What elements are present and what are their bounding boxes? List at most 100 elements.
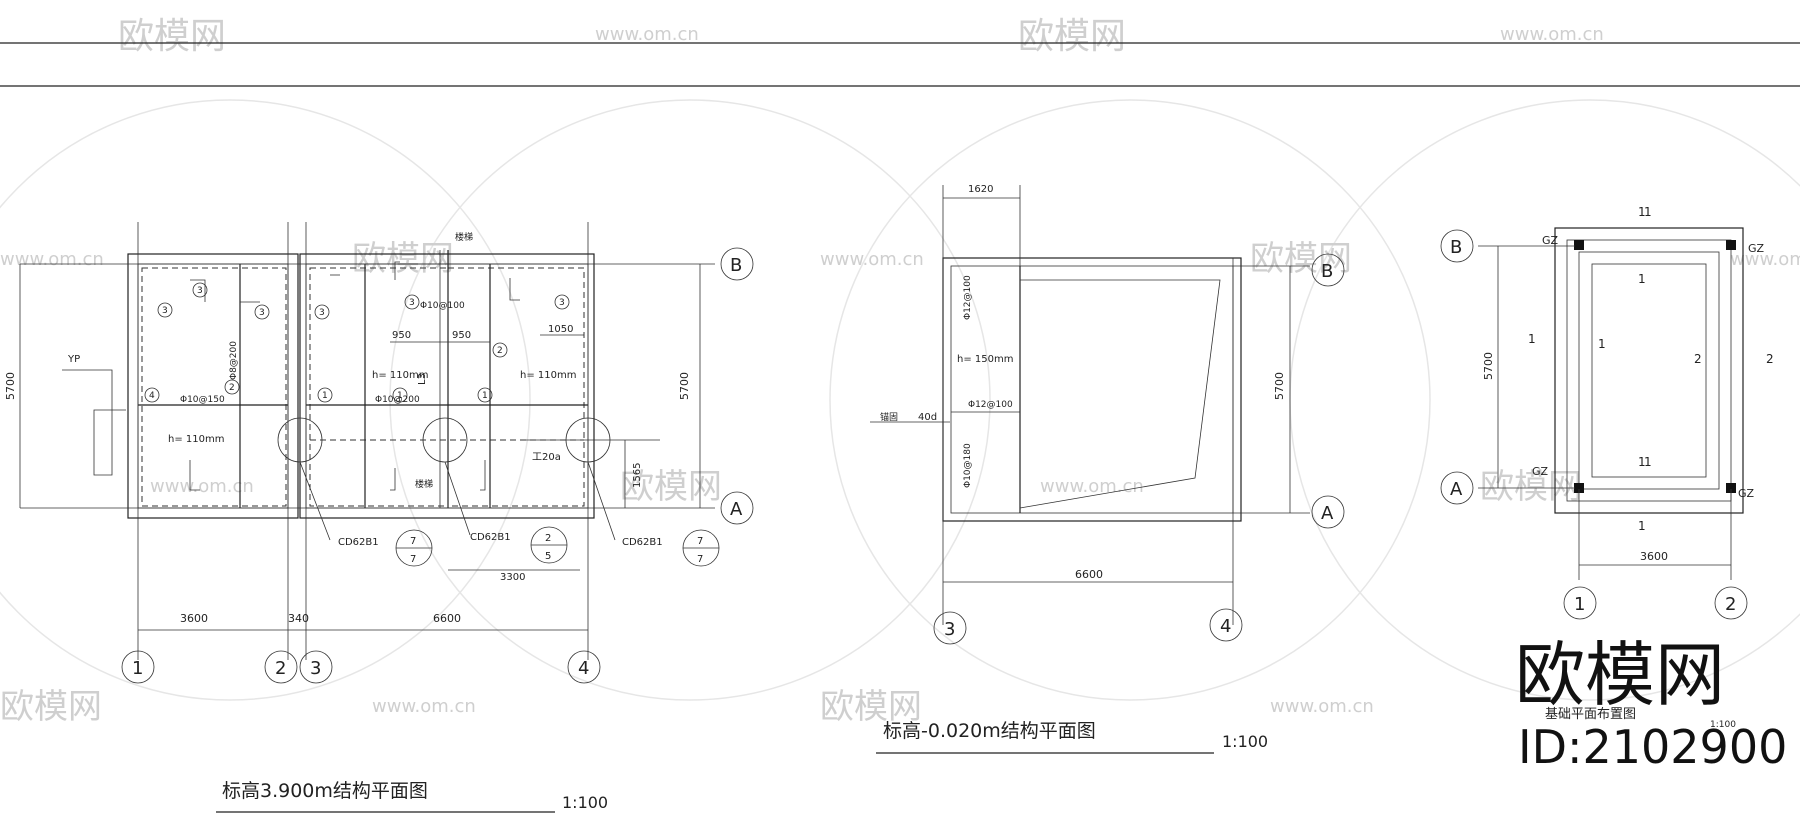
section-label: 1 <box>1638 455 1646 469</box>
rebar-label: Φ10@180 <box>963 443 973 488</box>
callout: 3 <box>197 286 203 296</box>
callout: 3 <box>319 308 325 318</box>
detail-code: CD62B1 <box>338 537 379 548</box>
stair-label: 楼梯 <box>415 478 433 490</box>
column-marker <box>1574 240 1584 250</box>
detail-bottom: 5 <box>545 551 551 562</box>
section-label: 1 <box>1638 272 1646 286</box>
detail-ref: CD62B1 7 7 <box>338 529 433 567</box>
rebar-label: Φ12@100 <box>968 400 1013 410</box>
watermark-url: www.om.cn <box>595 24 699 45</box>
steel-beam-label: 工20a <box>532 452 561 463</box>
wall-outline <box>299 253 595 519</box>
rebar-label: Φ10@150 <box>180 395 225 405</box>
callout: 1 <box>322 391 328 401</box>
slab-thickness: h= 150mm <box>957 354 1013 365</box>
watermark-url: www.om.cn <box>0 249 104 270</box>
plan-mid: 1620 6600 5700 Φ12@100 h= 150mm Φ12@100 … <box>870 184 1345 754</box>
plan-scale: 1:100 <box>1710 720 1736 730</box>
watermark-url: www.om.cn <box>1040 476 1144 497</box>
column-marker <box>1726 240 1736 250</box>
axis-label: A <box>1450 479 1463 500</box>
callout: 1 <box>482 391 488 401</box>
axis-label: 3 <box>310 658 321 679</box>
dim-text: 6600 <box>433 612 461 625</box>
watermark-big-brand: 欧模网 <box>1515 634 1725 716</box>
callout: 4 <box>149 391 155 401</box>
detail-top: 2 <box>545 533 551 544</box>
watermark-brand: 欧模网 <box>118 16 226 57</box>
watermark-brand: 欧模网 <box>1018 16 1126 57</box>
callout: 3 <box>259 308 265 318</box>
dim-text: 5700 <box>4 372 17 400</box>
plan-left: YP 3 3 3 3 3 3 2 4 2 1 1 1 Φ10@150 Φ8@20… <box>4 222 754 813</box>
plan-scale: 1:100 <box>562 793 608 812</box>
rebar-callouts: 3 3 3 3 3 3 2 4 2 1 1 1 <box>144 282 570 403</box>
yp-label: YP <box>67 354 80 365</box>
watermark-url: www.om.cn <box>1270 696 1374 717</box>
section-label: 1 <box>1644 455 1652 469</box>
watermark-brand: 欧模网 <box>352 239 454 279</box>
axis-label: 3 <box>944 619 955 640</box>
dim-text: 950 <box>452 330 471 341</box>
column-label: GZ <box>1532 465 1549 478</box>
slab-thickness: h= 110mm <box>168 434 224 445</box>
column-marker <box>1726 483 1736 493</box>
rebar-label: Φ8@200 <box>229 341 239 380</box>
callout: 2 <box>229 383 235 393</box>
detail-ref: CD62B1 7 7 <box>622 529 720 567</box>
wall-outline <box>1554 227 1744 514</box>
callout: 3 <box>559 298 565 308</box>
column-label: GZ <box>1738 487 1755 500</box>
watermark-texts: 欧模网 www.om.cn 欧模网 www.om.cn www.om.cn 欧模… <box>0 16 1800 727</box>
watermark-brand: 欧模网 <box>1250 239 1352 279</box>
rebar-label: Φ10@100 <box>420 301 465 311</box>
plan-title: 标高3.900m结构平面图 <box>222 780 428 802</box>
column-marker <box>1574 483 1584 493</box>
axis-label: 2 <box>275 658 286 679</box>
plan-right: 5700 3600 GZ GZ GZ GZ 1 1 1 1 1 2 2 1 1 … <box>1440 205 1774 730</box>
detail-bottom: 7 <box>410 554 416 565</box>
detail-code: CD62B1 <box>470 532 511 543</box>
beam-label: L3 <box>417 373 428 385</box>
section-label: 1 <box>1638 519 1646 533</box>
axis-label: A <box>1321 503 1334 524</box>
plan-scale: 1:100 <box>1222 732 1268 751</box>
callout: 3 <box>409 298 415 308</box>
detail-bottom: 7 <box>697 554 703 565</box>
dim-text: 3300 <box>500 572 525 583</box>
anchor-length: 40d <box>918 412 937 423</box>
dim-text: 5700 <box>678 372 691 400</box>
watermark-url: www.om.cn <box>150 476 254 497</box>
watermark-brand: 欧模网 <box>620 467 722 507</box>
watermark-url: www.om.cn <box>1730 249 1800 270</box>
rebar-label: Φ12@100 <box>963 275 973 320</box>
section-label: 1 <box>1598 337 1606 351</box>
dim-text: 1620 <box>968 184 993 195</box>
watermark-id: ID:2102900 <box>1518 720 1788 774</box>
rebar-label: Φ10@200 <box>375 395 420 405</box>
dim-text: 5700 <box>1273 372 1286 400</box>
section-label: 1 <box>1528 332 1536 346</box>
section-label: 2 <box>1766 352 1774 366</box>
axis-label: B <box>730 255 742 276</box>
dim-text: 340 <box>288 612 309 625</box>
section-label: 2 <box>1694 352 1702 366</box>
axis-label: B <box>1450 237 1462 258</box>
plan-title: 标高-0.020m结构平面图 <box>883 720 1096 742</box>
dim-text: 1050 <box>548 324 573 335</box>
dim-text: 950 <box>392 330 411 341</box>
axis-label: 4 <box>1220 616 1231 637</box>
detail-code: CD62B1 <box>622 537 663 548</box>
section-label: 1 <box>1638 205 1646 219</box>
detail-ref: CD62B1 2 5 <box>470 526 568 564</box>
watermark-brand: 欧模网 <box>1480 467 1582 507</box>
dim-text: 3600 <box>1640 550 1668 563</box>
dim-text: 3600 <box>180 612 208 625</box>
watermark-url: www.om.cn <box>820 249 924 270</box>
dim-text: 1565 <box>632 463 643 488</box>
axis-label: 1 <box>1574 594 1585 615</box>
section-label: 1 <box>1644 205 1652 219</box>
callout: 2 <box>497 346 503 356</box>
